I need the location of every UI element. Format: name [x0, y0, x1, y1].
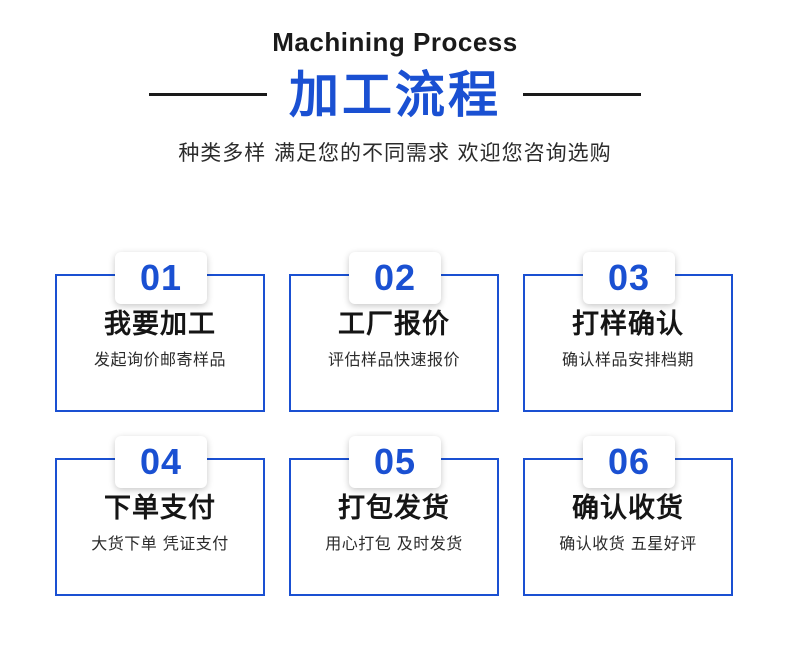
card-frame: [289, 458, 499, 596]
step-number: 02: [373, 257, 417, 298]
step-title: 打样确认: [572, 309, 684, 340]
card-body: 确认收货 确认收货 五星好评: [523, 494, 733, 552]
step-number-badge: 04: [115, 436, 207, 488]
step-number-badge: 03: [583, 252, 675, 304]
step-number-badge: 06: [583, 436, 675, 488]
step-description: 发起询价邮寄样品: [93, 349, 226, 369]
step-card-03: 03 打样确认 确认样品安排档期: [523, 252, 735, 414]
card-body: 工厂报价 评估样品快速报价: [289, 310, 499, 368]
step-card-05: 05 打包发货 用心打包 及时发货: [289, 436, 501, 598]
steps-grid: 01 我要加工 发起询价邮寄样品 02 工厂报价 评估样品快速报价 03 打: [55, 252, 735, 598]
chinese-title-row: 加工流程: [0, 69, 790, 122]
step-number: 01: [139, 257, 183, 298]
chinese-title: 加工流程: [289, 65, 501, 124]
step-description: 确认收货 五星好评: [559, 533, 697, 553]
step-number-badge: 05: [349, 436, 441, 488]
step-number-badge: 02: [349, 252, 441, 304]
step-number: 06: [607, 441, 651, 482]
step-title: 确认收货: [572, 493, 684, 524]
step-description: 大货下单 凭证支付: [91, 533, 229, 553]
english-title: Machining Process: [272, 27, 518, 57]
step-number: 05: [373, 441, 417, 482]
step-title: 我要加工: [104, 309, 216, 340]
header: Machining Process 加工流程 种类多样 满足您的不同需求 欢迎您…: [0, 0, 790, 167]
step-card-02: 02 工厂报价 评估样品快速报价: [289, 252, 501, 414]
step-number-badge: 01: [115, 252, 207, 304]
step-card-06: 06 确认收货 确认收货 五星好评: [523, 436, 735, 598]
step-number: 03: [607, 257, 651, 298]
step-description: 评估样品快速报价: [327, 349, 460, 369]
right-rule: [523, 93, 641, 97]
step-description: 确认样品安排档期: [561, 349, 694, 369]
step-title: 打包发货: [338, 493, 450, 524]
card-frame: [55, 458, 265, 596]
step-card-04: 04 下单支付 大货下单 凭证支付: [55, 436, 267, 598]
step-title: 下单支付: [104, 493, 216, 524]
card-body: 下单支付 大货下单 凭证支付: [55, 494, 265, 552]
card-body: 打样确认 确认样品安排档期: [523, 310, 733, 368]
step-description: 用心打包 及时发货: [325, 533, 463, 553]
step-title: 工厂报价: [338, 309, 450, 340]
left-rule: [149, 93, 267, 97]
step-number: 04: [139, 441, 183, 482]
card-body: 打包发货 用心打包 及时发货: [289, 494, 499, 552]
card-body: 我要加工 发起询价邮寄样品: [55, 310, 265, 368]
subtitle: 种类多样 满足您的不同需求 欢迎您咨询选购: [178, 141, 612, 166]
step-card-01: 01 我要加工 发起询价邮寄样品: [55, 252, 267, 414]
